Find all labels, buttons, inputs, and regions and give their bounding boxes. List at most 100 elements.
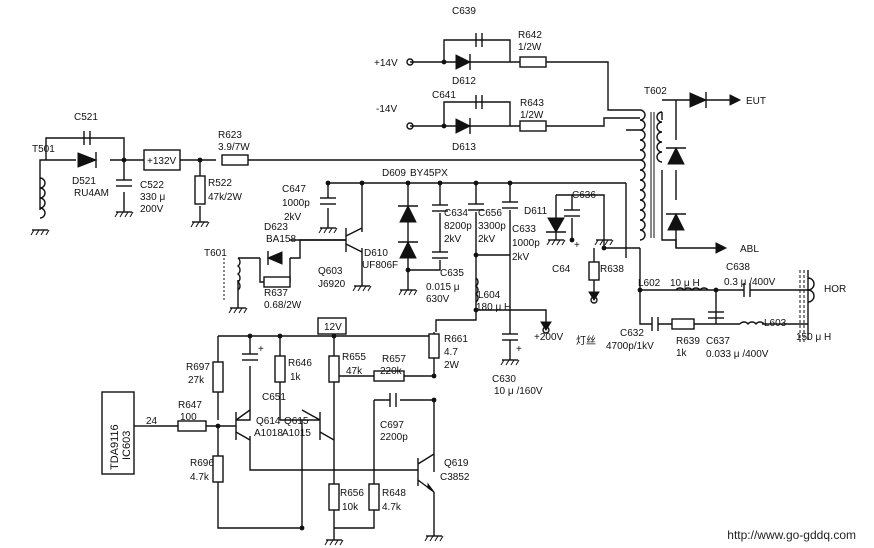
diodes	[77, 54, 708, 265]
label-r639-value: 1k	[676, 348, 688, 359]
label-r643-value: 1/2W	[520, 110, 544, 121]
label-c522-v1: 330 μ	[140, 192, 165, 203]
label-q614-value: A1018	[254, 428, 283, 439]
label-d611: D611	[524, 206, 548, 217]
label-r696-value: 4.7k	[190, 472, 210, 483]
label-r522: R522	[208, 178, 232, 189]
label-c656-v1: 3300p	[478, 221, 506, 232]
label-r646-value: 1k	[290, 372, 302, 383]
label-d609: D609	[382, 168, 406, 179]
label-plus132v: +132V	[147, 156, 177, 167]
label-r657: R657	[382, 354, 406, 365]
label-c638-value: 0.3 μ /400V	[724, 277, 776, 288]
label-c647-v1: 1000p	[282, 198, 310, 209]
label-d612: D612	[452, 76, 476, 87]
label-hor: HOR	[824, 284, 846, 295]
label-d610-value: UF806F	[362, 260, 398, 271]
label-c634: C634	[444, 208, 468, 219]
label-c637: C637	[706, 336, 730, 347]
label-r648-value: 4.7k	[382, 502, 402, 513]
label-d610: D610	[364, 248, 388, 259]
label-c630: C630	[492, 374, 516, 385]
label-t501: T501	[32, 144, 55, 155]
label-q614: Q614	[256, 416, 281, 427]
label-d623: D623	[264, 222, 288, 233]
label-c639: C639	[452, 6, 476, 17]
label-c630-value: 10 μ /160V	[494, 386, 543, 397]
label-r642-value: 1/2W	[518, 42, 542, 53]
label-r643: R643	[520, 98, 544, 109]
boxes	[101, 149, 347, 475]
label-r642: R642	[518, 30, 542, 41]
label-r647: R647	[178, 400, 202, 411]
label-r647-value: 100	[180, 412, 197, 423]
label-r697-value: 27k	[188, 375, 205, 386]
label-q603-value: J6920	[318, 279, 346, 290]
label-r661: R661	[444, 334, 468, 345]
label-c64: C64	[552, 264, 571, 275]
label-c635-v2: 630V	[426, 294, 450, 305]
label-c656-v2: 2kV	[478, 234, 496, 245]
label-r697: R697	[186, 362, 210, 373]
label-q615-value: A1015	[282, 428, 311, 439]
label-r656-value: 10k	[342, 502, 359, 513]
label-12v: 12V	[324, 322, 342, 333]
label-l603: L603	[764, 318, 787, 329]
label-c632-value: 4700p/1kV	[606, 341, 654, 352]
label-r696: R696	[190, 458, 214, 469]
label-d609-value: BY45PX	[410, 168, 448, 179]
label-l603-value: 150 μ H	[796, 332, 831, 343]
label-c641: C641	[432, 90, 456, 101]
label-r661-v2: 2W	[444, 360, 460, 371]
label-r655: R655	[342, 352, 366, 363]
label-r655-value: 47k	[346, 366, 363, 377]
label-plus14v: +14V	[374, 58, 398, 69]
watermark-url: http://www.go-gddq.com	[727, 528, 856, 542]
label-t602: T602	[644, 86, 667, 97]
svg-text:+: +	[574, 240, 580, 251]
label-c638: C638	[726, 262, 750, 273]
label-l602-value: 10 μ H	[670, 278, 700, 289]
arrows	[540, 94, 742, 331]
svg-text:+: +	[258, 344, 264, 355]
label-c521: C521	[74, 112, 98, 123]
label-c637-value: 0.033 μ /400V	[706, 349, 769, 360]
label-c635-v1: 0.015 μ	[426, 282, 460, 293]
label-r657-value: 220k	[380, 366, 403, 377]
label-c656: C656	[478, 208, 502, 219]
label-l602: L602	[638, 278, 661, 289]
label-c634-v1: 8200p	[444, 221, 472, 232]
label-r637: R637	[264, 288, 288, 299]
label-ic-ref: IC603	[121, 431, 133, 460]
label-d521-value: RU4AM	[74, 188, 109, 199]
label-q619-value: C3852	[440, 472, 470, 483]
label-plus200v: +200V	[534, 332, 564, 343]
label-r623: R623	[218, 130, 242, 141]
label-c522: C522	[140, 180, 164, 191]
label-r639: R639	[676, 336, 700, 347]
label-minus14v: -14V	[376, 104, 397, 115]
label-r661-v1: 4.7	[444, 347, 458, 358]
label-abl: ABL	[740, 244, 759, 255]
capacitors: + + +	[83, 33, 751, 407]
labels: C639 R642 1/2W +14V D612 T602 -14V C641 …	[32, 6, 846, 513]
resistors	[177, 56, 695, 511]
label-q615: Q615	[284, 416, 309, 427]
label-c633-v1: 1000p	[512, 238, 540, 249]
label-d521: D521	[72, 176, 96, 187]
label-r656: R656	[340, 488, 364, 499]
label-c634-v2: 2kV	[444, 234, 462, 245]
label-r623-value: 3.9/7W	[218, 142, 250, 153]
label-l604: L604	[478, 290, 501, 301]
label-r637-value: 0.68/2W	[264, 300, 302, 311]
label-c636: C636	[572, 190, 596, 201]
label-filament: 灯丝	[576, 335, 596, 347]
label-c697: C697	[380, 420, 404, 431]
label-c522-v2: 200V	[140, 204, 164, 215]
label-d613: D613	[452, 142, 476, 153]
label-q603: Q603	[318, 266, 343, 277]
svg-text:+: +	[516, 344, 522, 355]
label-c647-v2: 2kV	[284, 212, 302, 223]
label-c635: C635	[440, 268, 464, 279]
label-r638: R638	[600, 264, 624, 275]
